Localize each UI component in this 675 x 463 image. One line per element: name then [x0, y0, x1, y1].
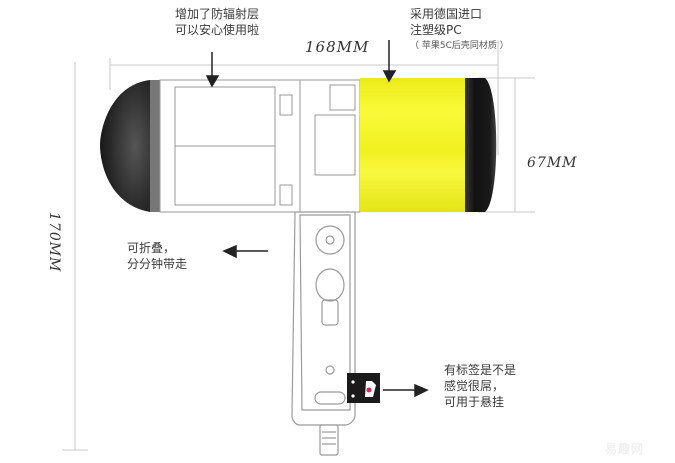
dimension-width-label: 168MM	[305, 38, 370, 56]
annotation-foldable: 可折叠， 分分钟带走	[127, 240, 187, 272]
back-dome	[100, 80, 150, 212]
yellow-barrel	[360, 78, 465, 212]
body-outline	[159, 79, 361, 213]
dimension-lines	[62, 40, 535, 451]
annotation-material: 采用德国进口 注塑级PC （ 苹果5C后壳同材质 ）	[410, 6, 509, 54]
annotation-note: （ 苹果5C后壳同材质 ）	[410, 41, 509, 51]
annotation-line: 可以安心使用啦	[175, 23, 260, 37]
annotation-line: 感觉很屌，	[444, 379, 505, 393]
annotation-radiation-layer: 增加了防辐射层 可以安心使用啦	[175, 6, 259, 38]
annotation-line: 可用于悬挂	[444, 395, 505, 409]
annotation-line: 分分钟带走	[127, 257, 188, 271]
handle	[291, 211, 356, 456]
annotation-line: 可折叠，	[127, 241, 176, 255]
watermark: 易趣网	[605, 442, 645, 456]
dimension-height-label: 170MM	[46, 212, 62, 273]
annotation-line: 采用德国进口	[410, 7, 483, 21]
annotation-line: 增加了防辐射层	[175, 7, 260, 21]
pointer-arrows	[205, 40, 429, 398]
annotation-tag: 有标签是不是 感觉很屌， 可用于悬挂	[444, 362, 516, 410]
hanging-tag	[347, 373, 380, 403]
annotation-line: 注塑级PC	[410, 23, 462, 37]
dimension-diameter-label: 67MM	[527, 155, 578, 171]
annotation-line: 有标签是不是	[444, 363, 517, 377]
front-cap	[465, 78, 497, 212]
